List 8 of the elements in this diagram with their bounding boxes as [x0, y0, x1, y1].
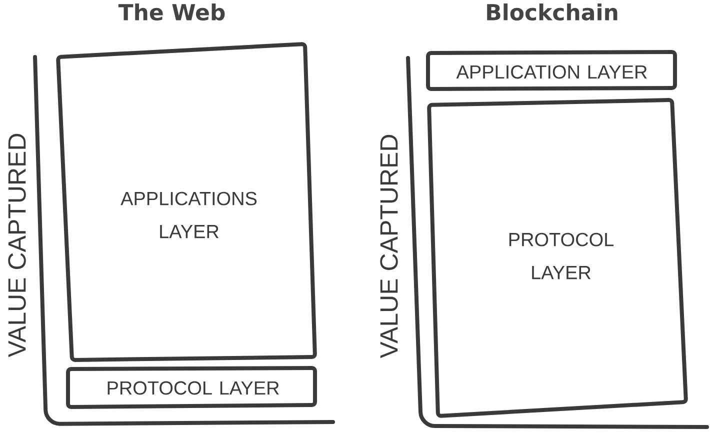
axis-label: VALUE CAPTURED — [380, 134, 398, 358]
axis-label: VALUE CAPTURED — [8, 134, 26, 358]
layer-box: PROTOCOL LAYER — [66, 366, 317, 409]
column-title: Blockchain — [487, 3, 618, 20]
layer-box: APPLICATION LAYER — [426, 50, 677, 91]
column-title: The Web — [118, 3, 225, 20]
layer-box: APPLICATIONS LAYER — [56, 42, 317, 362]
layer-box: PROTOCOL LAYER — [427, 98, 688, 418]
